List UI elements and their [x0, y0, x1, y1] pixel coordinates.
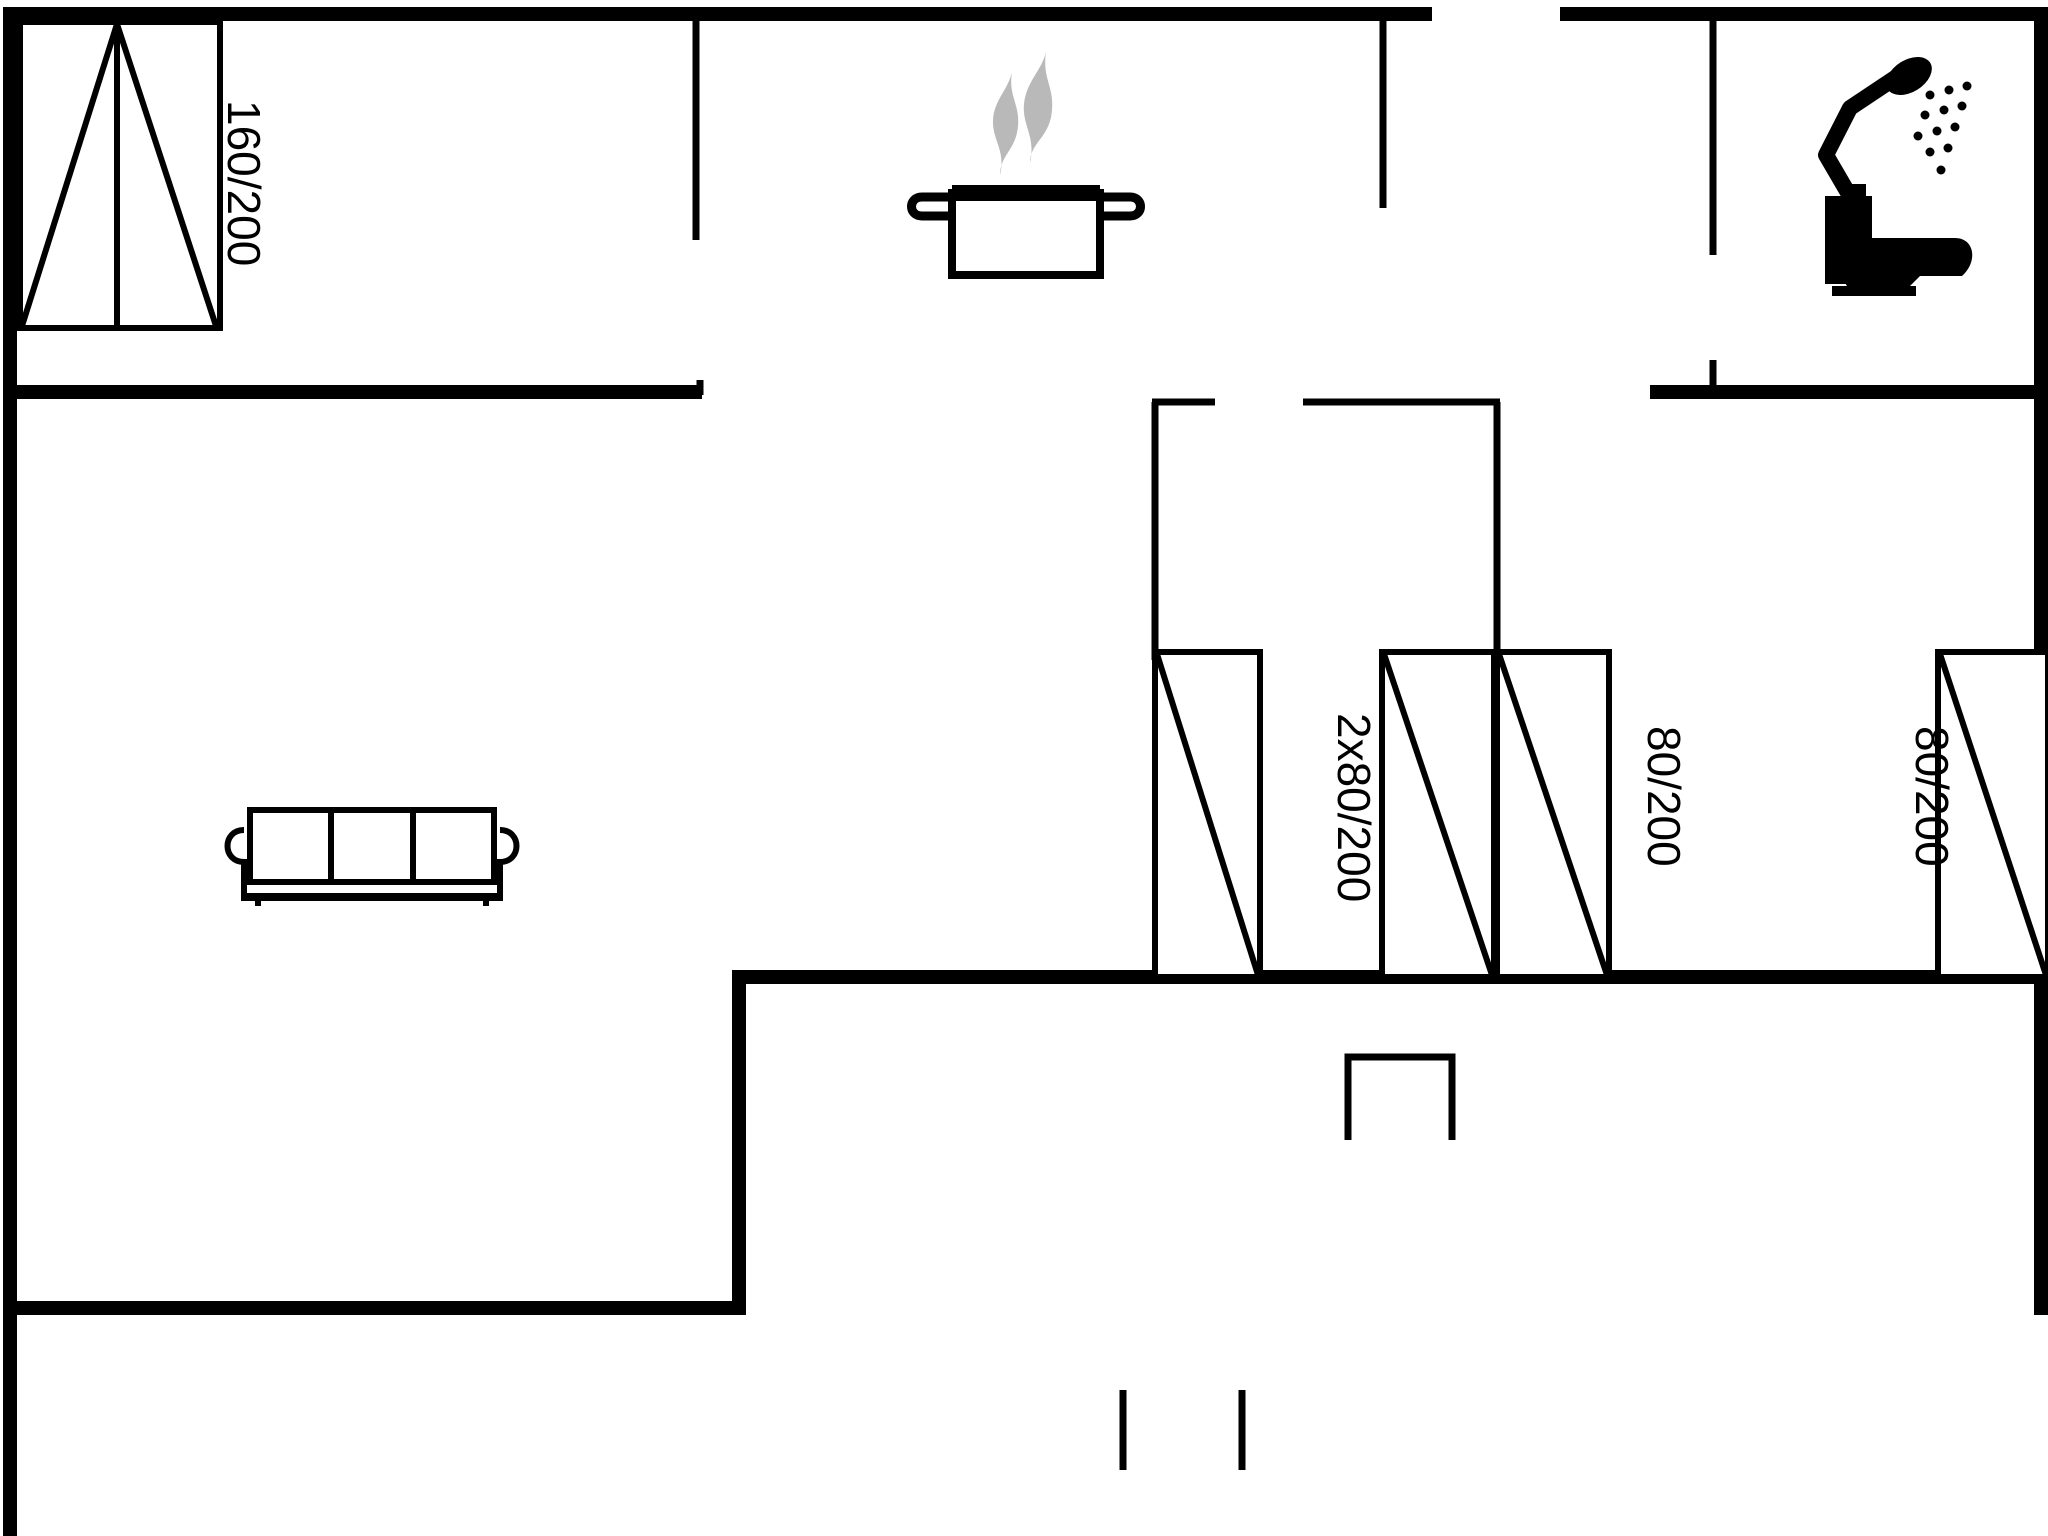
shower-head [1886, 57, 1932, 95]
door-bedroom-right[interactable] [1935, 649, 2048, 980]
door-bedroom-right-swing [1937, 653, 2048, 976]
steam-wisp-right [1023, 52, 1053, 163]
toilet-cistern [1825, 196, 1872, 284]
toilet-pedestal [1838, 270, 1900, 288]
shower-droplets [1913, 81, 1972, 175]
stair-opening-marker [1344, 1053, 1456, 1140]
sofa-backrest [247, 807, 497, 885]
door-bedroom-mid[interactable] [1494, 649, 1612, 980]
entry-double-door[interactable] [17, 19, 223, 331]
pot-rim [952, 185, 1100, 201]
toilet-icon [1825, 184, 1973, 296]
entry-door-leaf-left [19, 23, 120, 327]
toilet-bowl [1872, 238, 1973, 290]
shower-pipe [1818, 70, 1903, 211]
sofa-icon [224, 807, 520, 906]
door-living-left[interactable] [1152, 649, 1263, 980]
shower-head-icon [1818, 57, 1972, 211]
toilet-base [1832, 286, 1916, 296]
door-living-right[interactable] [1379, 649, 1497, 980]
sofa-arm-right [494, 827, 520, 865]
toilet-knob [1850, 184, 1866, 196]
pot-body [948, 189, 1104, 279]
door-bedroom-mid-swing [1496, 653, 1610, 976]
sofa-arm-left [224, 827, 250, 865]
entry-door-dimension-label: 160/200 [218, 100, 270, 266]
pot-handle-right [1100, 192, 1145, 221]
u-shape-outline [1344, 1053, 1456, 1140]
double-door-dimension-label: 2x80/200 [1328, 713, 1380, 902]
entry-door-leaf-right [114, 23, 219, 327]
floor-opening-ticks [1119, 1390, 1246, 1470]
door-living-right-swing [1381, 653, 1495, 976]
door-living-left-swing [1154, 653, 1261, 976]
steam-wisp-left [992, 72, 1019, 175]
door-right-dimension-label: 80/200 [1638, 726, 1690, 867]
pot-handle-left [907, 192, 952, 221]
cooking-pot-icon [907, 52, 1145, 279]
door-far-right-dimension-label: 80/200 [1906, 726, 1958, 867]
